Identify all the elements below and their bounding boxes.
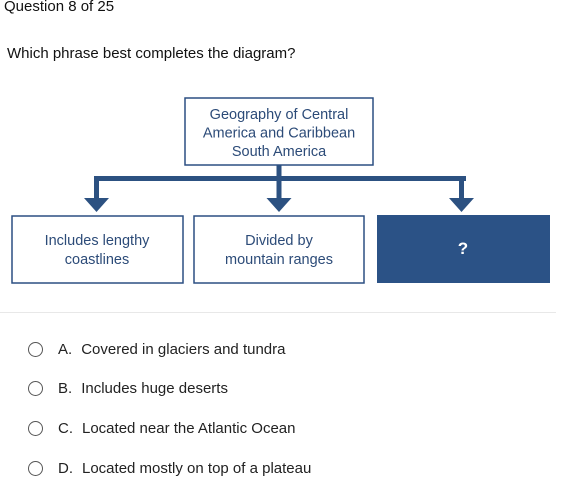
option-a[interactable]: A. Covered in glaciers and tundra [28, 336, 285, 362]
arrow-down-icon [84, 198, 109, 212]
child-box-mountains [193, 215, 365, 284]
option-b-letter: B. [58, 380, 73, 397]
child-box-1-line-2: coastlines [65, 252, 129, 268]
top-box-line-1: Geography of Central [210, 107, 349, 123]
child-box-unknown [377, 215, 550, 283]
radio-button-icon[interactable] [28, 460, 43, 476]
child-box-coastlines [11, 215, 184, 284]
child-box-2-line-1: Divided by [245, 233, 313, 249]
concept-diagram: Geography of Central America and Caribbe… [11, 97, 550, 284]
arrow-down-icon [449, 198, 474, 212]
connector-lines [84, 165, 474, 212]
radio-button-icon[interactable] [28, 421, 43, 436]
option-d-text: Located mostly on top of a plateau [82, 459, 312, 477]
option-b[interactable]: B. Includes huge deserts [28, 376, 228, 402]
divider [0, 312, 556, 313]
option-c-letter: C. [58, 420, 73, 437]
unknown-marker: ? [458, 239, 468, 258]
option-d-letter: D. [58, 459, 73, 477]
top-box-line-3: South America [232, 144, 327, 160]
question-prompt: Which phrase best completes the diagram? [7, 45, 296, 62]
option-b-text: Includes huge deserts [81, 380, 228, 397]
arrow-down-icon [266, 198, 292, 212]
top-box-line-2: America and Caribbean [203, 126, 355, 142]
radio-button-icon[interactable] [28, 341, 43, 357]
child-box-2-line-2: mountain ranges [225, 252, 333, 268]
option-d[interactable]: D. Located mostly on top of a plateau [28, 455, 311, 481]
option-c[interactable]: C. Located near the Atlantic Ocean [28, 416, 295, 442]
radio-button-icon[interactable] [28, 381, 43, 396]
top-concept-box [184, 97, 374, 166]
child-box-1-line-1: Includes lengthy [45, 233, 151, 249]
option-a-letter: A. [58, 340, 73, 358]
option-a-text: Covered in glaciers and tundra [81, 340, 286, 358]
question-counter: Question 8 of 25 [4, 0, 115, 15]
option-c-text: Located near the Atlantic Ocean [82, 420, 296, 437]
